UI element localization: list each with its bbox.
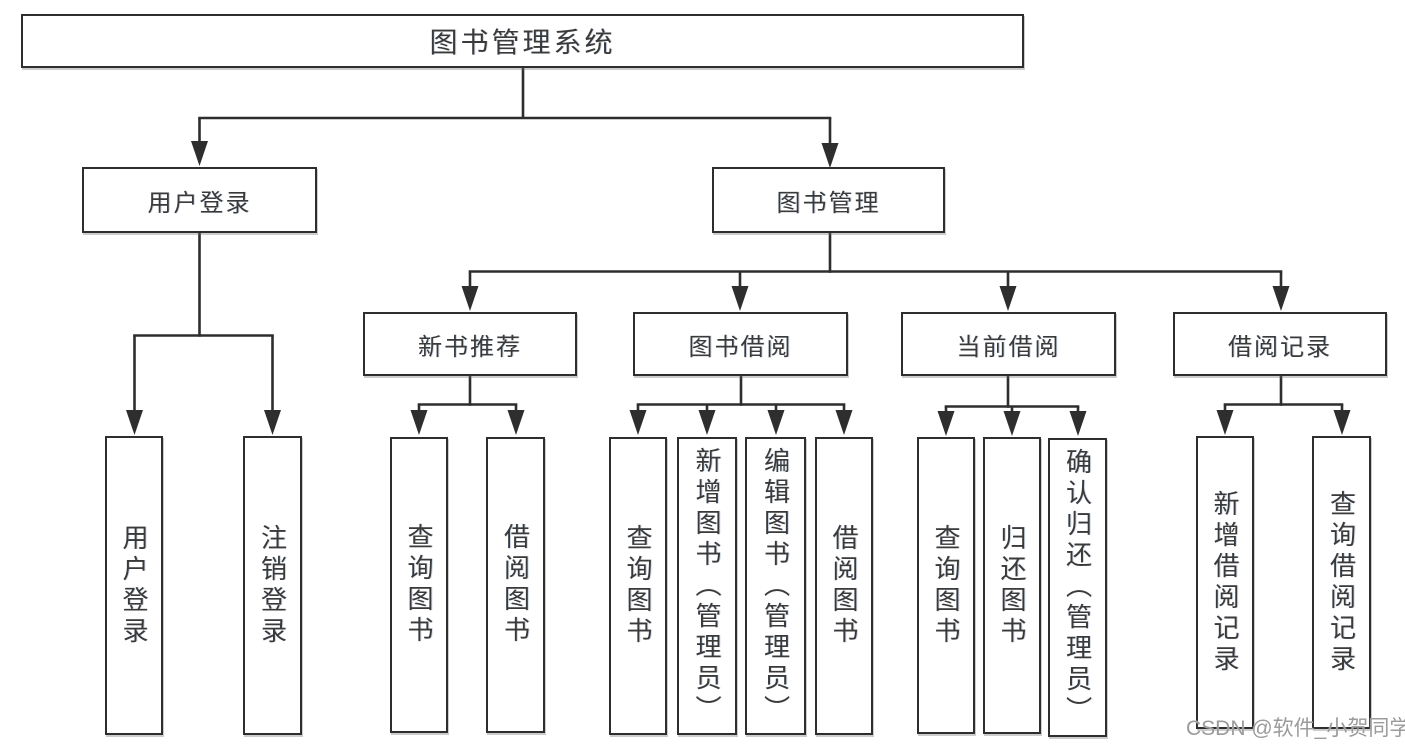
leaf-borrow-books-a-label: 借阅图书: [500, 523, 531, 647]
node-current-borrowing: 当前借阅: [901, 312, 1116, 376]
leaf-logout: 注销登录: [243, 436, 302, 735]
leaf-edit-books-admin: 编辑图书（管理员）: [745, 437, 806, 735]
node-new-book-recommend-label: 新书推荐: [418, 333, 522, 361]
leaf-query-books-b-label: 查询图书: [623, 524, 653, 648]
leaf-user-login-label: 用户登录: [119, 523, 149, 648]
node-new-book-recommend: 新书推荐: [363, 312, 577, 376]
leaf-add-borrow-record-label: 新增借阅记录: [1210, 489, 1240, 676]
leaf-query-books-c: 查询图书: [917, 437, 975, 734]
leaf-confirm-return-admin: 确认归还（管理员）: [1048, 438, 1107, 737]
node-user-login-label: 用户登录: [147, 189, 252, 217]
node-borrowing-records-label: 借阅记录: [1228, 333, 1332, 361]
node-book-management-label: 图书管理: [776, 189, 881, 217]
node-user-login: 用户登录: [82, 167, 317, 233]
leaf-query-books-a-label: 查询图书: [404, 523, 434, 647]
node-root-label: 图书管理系统: [429, 27, 616, 58]
leaf-return-books-label: 归还图书: [997, 523, 1027, 648]
leaf-query-borrow-record-label: 查询借阅记录: [1326, 489, 1357, 676]
leaf-edit-books-admin-label: 编辑图书（管理员）: [760, 446, 791, 726]
node-book-borrowing: 图书借阅: [633, 312, 848, 376]
leaf-query-books-c-label: 查询图书: [931, 523, 961, 648]
leaf-confirm-return-admin-label: 确认归还（管理员）: [1062, 448, 1093, 727]
node-borrowing-records: 借阅记录: [1173, 312, 1387, 376]
leaf-add-borrow-record: 新增借阅记录: [1196, 436, 1254, 729]
leaf-borrow-books-a: 借阅图书: [486, 437, 545, 733]
leaf-query-books-b: 查询图书: [609, 437, 667, 735]
node-root: 图书管理系统: [21, 14, 1024, 68]
node-book-borrowing-label: 图书借阅: [688, 333, 793, 361]
node-current-borrowing-label: 当前借阅: [956, 333, 1061, 361]
leaf-logout-label: 注销登录: [257, 523, 288, 648]
node-book-management: 图书管理: [712, 167, 945, 233]
leaf-user-login: 用户登录: [105, 436, 163, 735]
leaf-add-books-admin-label: 新增图书（管理员）: [692, 446, 722, 726]
leaf-query-books-a: 查询图书: [390, 437, 448, 733]
csdn-watermark: CSDN @软件_小贺同学: [1186, 717, 1405, 740]
leaf-query-borrow-record: 查询借阅记录: [1312, 436, 1371, 729]
leaf-borrow-books-b-label: 借阅图书: [829, 524, 859, 648]
leaf-borrow-books-b: 借阅图书: [815, 437, 873, 735]
leaf-add-books-admin: 新增图书（管理员）: [677, 437, 737, 735]
leaf-return-books: 归还图书: [983, 437, 1041, 734]
